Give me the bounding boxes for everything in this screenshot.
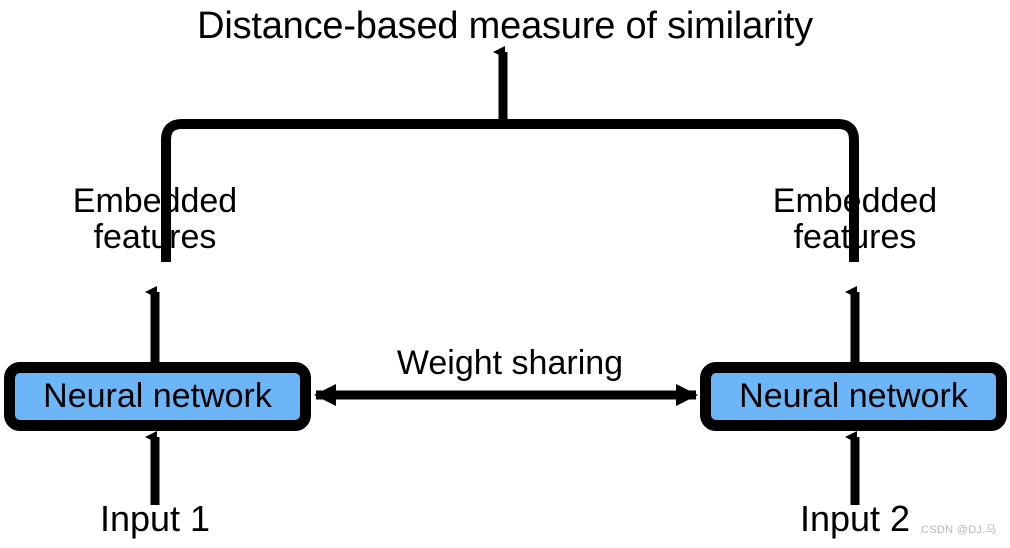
page-title: Distance-based measure of similarity xyxy=(197,5,813,47)
weight-sharing-label: Weight sharing xyxy=(396,344,624,382)
watermark: CSDN @DJ.马 xyxy=(921,524,997,536)
left-embedded-features-line1: Embedded xyxy=(72,182,238,220)
left-embedded-features-line2: features xyxy=(93,218,217,257)
right-embedded-features-label: Embedded features xyxy=(710,183,1000,255)
right-embedded-features-line1: Embedded xyxy=(772,182,938,220)
left-input-label: Input 1 xyxy=(99,498,211,539)
left-neural-network-label: Neural network xyxy=(43,377,272,415)
left-embedded-features-label: Embedded features xyxy=(10,183,300,255)
right-input-label: Input 2 xyxy=(799,498,911,539)
right-neural-network-node: Neural network xyxy=(700,362,1007,431)
merge-bracket xyxy=(161,119,859,262)
right-embedded-features-line2: features xyxy=(793,218,917,257)
left-neural-network-node: Neural network xyxy=(4,362,311,431)
right-neural-network-label: Neural network xyxy=(739,377,968,415)
